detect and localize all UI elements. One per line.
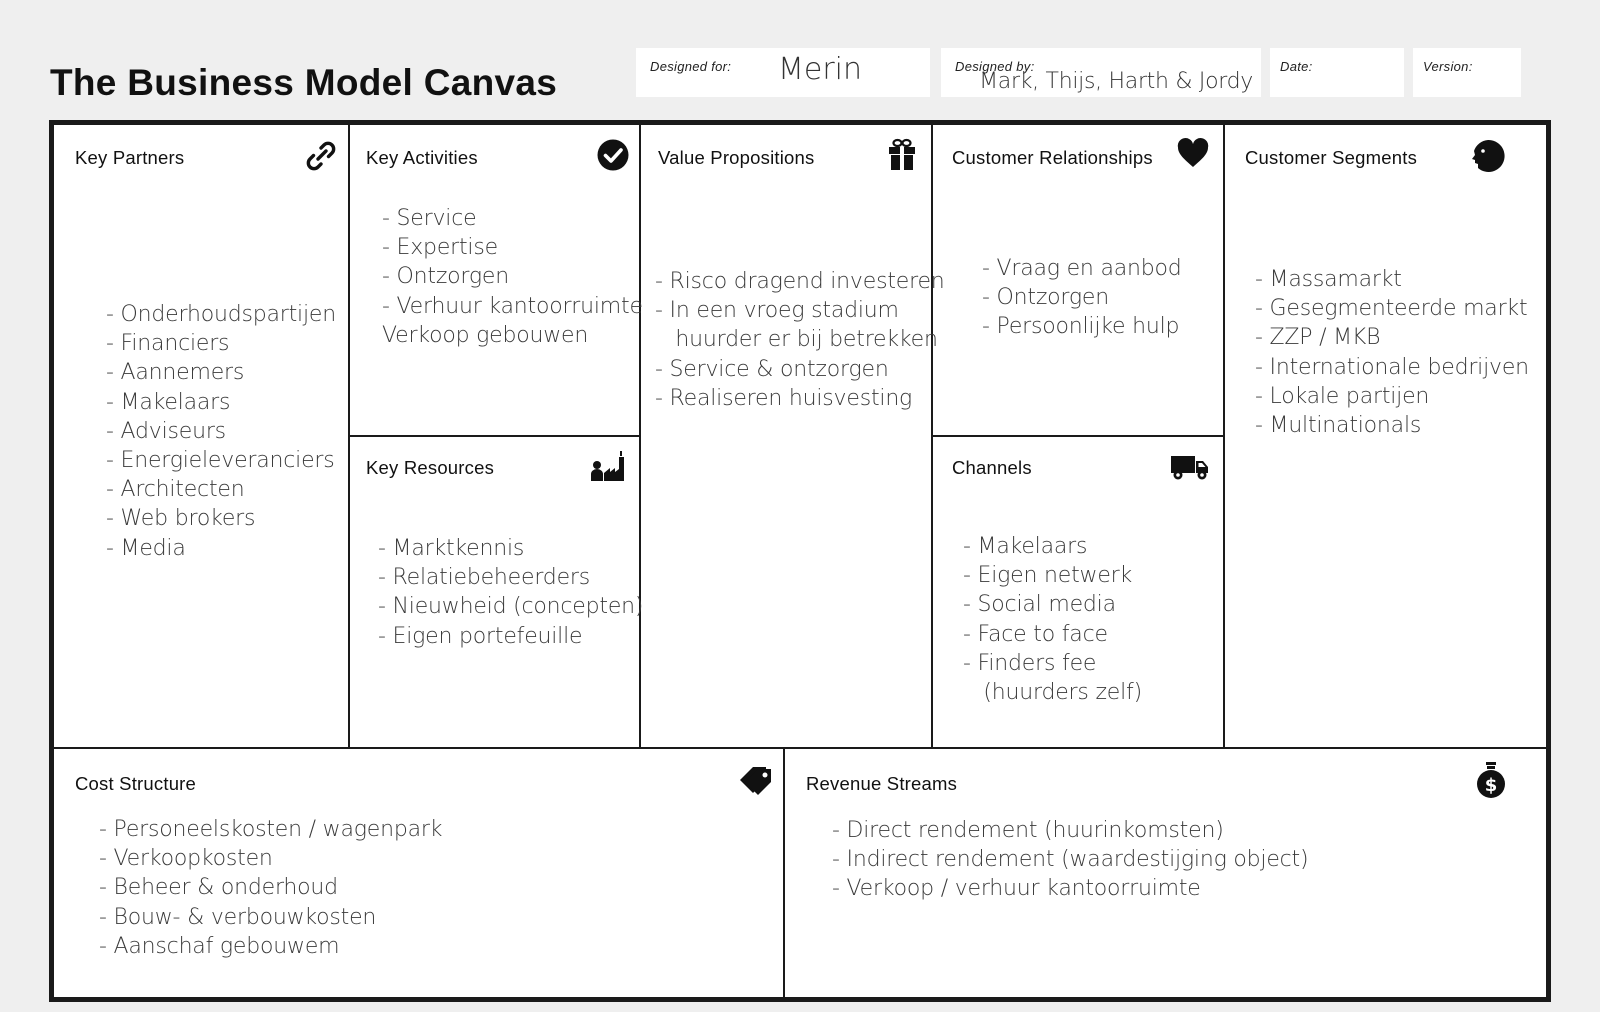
list-item: - Service & ontzorgen bbox=[655, 356, 889, 382]
gift-icon bbox=[887, 137, 917, 171]
money-bag-icon: $ bbox=[1475, 761, 1507, 799]
list-item: - Massamarkt bbox=[1255, 267, 1402, 292]
designed-by-value: Mark, Thijs, Harth & Jordy bbox=[979, 69, 1253, 94]
list-item: - Web brokers bbox=[106, 506, 256, 532]
customer-relationships-title: Customer Relationships bbox=[952, 147, 1153, 168]
list-item: - Energieleveranciers bbox=[106, 448, 335, 474]
list-item: - Aannemers bbox=[106, 360, 245, 386]
list-item: - Service bbox=[382, 206, 477, 231]
revenue-streams-title: Revenue Streams bbox=[806, 773, 958, 794]
list-item: - Makelaars bbox=[963, 534, 1088, 559]
list-item: - Architecten bbox=[106, 477, 245, 503]
list-item: - Eigen portefeuille bbox=[378, 623, 583, 649]
list-item: - Marktkennis bbox=[378, 536, 525, 561]
list-item: - Media bbox=[106, 535, 186, 561]
revenue-streams-block: Revenue Streams $ - Direct rendement (hu… bbox=[785, 749, 1546, 997]
truck-icon bbox=[1170, 450, 1210, 484]
factory-worker-icon bbox=[588, 449, 628, 483]
value-propositions-title: Value Propositions bbox=[658, 147, 815, 168]
channels-list: - Makelaars - Eigen netwerk - Social med… bbox=[963, 532, 1142, 707]
list-item: - Finders fee bbox=[963, 650, 1097, 676]
customer-segments-block: Customer Segments - Massamarkt - Gesegme… bbox=[1225, 125, 1546, 749]
list-item: - Multinationals bbox=[1255, 413, 1422, 439]
key-activities-title: Key Activities bbox=[366, 147, 478, 168]
link-icon bbox=[304, 139, 338, 173]
list-item: - Onderhoudspartijen bbox=[106, 302, 336, 327]
list-item: - Adviseurs bbox=[106, 418, 226, 444]
list-item: - Realiseren huisvesting bbox=[655, 385, 913, 411]
cost-structure-block: Cost Structure - Personeelskosten / wage… bbox=[54, 749, 785, 997]
check-circle-icon bbox=[596, 138, 630, 172]
key-partners-list: - Onderhoudspartijen - Financiers - Aann… bbox=[106, 300, 336, 563]
key-resources-block: Key Resources - Marktkennis - Relatiebeh… bbox=[350, 437, 643, 749]
svg-text:$: $ bbox=[1485, 775, 1498, 796]
date-field[interactable]: Date: bbox=[1270, 48, 1404, 97]
list-item: - Internationale bedrijven bbox=[1255, 354, 1529, 380]
list-item: - Persoonlijke hulp bbox=[982, 314, 1180, 340]
key-resources-title: Key Resources bbox=[366, 457, 495, 478]
list-item: - Ontzorgen bbox=[382, 264, 509, 290]
key-resources-list: - Marktkennis - Relatiebeheerders - Nieu… bbox=[378, 534, 643, 651]
list-item: - ZZP / MKB bbox=[1255, 325, 1381, 351]
list-item: - Bouw- & verbouwkosten bbox=[99, 904, 377, 930]
key-activities-block: Key Activities - Service - Expertise - O… bbox=[350, 125, 643, 437]
value-propositions-list: - Risco dragend investeren - In een vroe… bbox=[655, 267, 945, 413]
cost-structure-list: - Personeelskosten / wagenpark - Verkoop… bbox=[99, 815, 442, 961]
list-item: - Expertise bbox=[382, 235, 498, 261]
list-item: - Direct rendement (huurinkomsten) bbox=[832, 818, 1224, 843]
key-partners-title: Key Partners bbox=[75, 147, 185, 168]
version-label: Version: bbox=[1423, 59, 1473, 74]
list-item: - Gesegmenteerde markt bbox=[1255, 296, 1528, 322]
list-item: - Social media bbox=[963, 592, 1116, 618]
list-item: - Lokale partijen bbox=[1255, 383, 1430, 409]
key-activities-list: - Service - Expertise - Ontzorgen - Verh… bbox=[382, 204, 643, 350]
canvas-board: Key Partners - Onderhoudspartijen - Fina… bbox=[49, 120, 1551, 1002]
cost-structure-title: Cost Structure bbox=[75, 773, 197, 794]
list-item: - In een vroeg stadium bbox=[655, 298, 899, 324]
date-label: Date: bbox=[1280, 59, 1313, 74]
list-item: - Financiers bbox=[106, 331, 230, 357]
list-item: - Eigen netwerk bbox=[963, 563, 1133, 589]
list-item: - Beheer & onderhoud bbox=[99, 875, 338, 901]
list-item: - Makelaars bbox=[106, 389, 231, 415]
list-item: huurder er bij betrekken bbox=[655, 327, 938, 353]
channels-block: Channels - Makelaars - Eigen netwerk - S… bbox=[933, 437, 1225, 749]
list-item: - Verkoop / verhuur kantoorruimte bbox=[832, 876, 1201, 902]
revenue-streams-list: - Direct rendement (huurinkomsten) - Ind… bbox=[832, 816, 1309, 904]
designed-by-label: Designed by: bbox=[955, 59, 1035, 74]
list-item: Verkoop gebouwen bbox=[382, 322, 589, 348]
customer-segments-title: Customer Segments bbox=[1245, 147, 1418, 168]
heart-icon bbox=[1177, 137, 1209, 171]
designed-for-field[interactable]: Designed for: Merin bbox=[636, 48, 930, 97]
list-item: - Verhuur kantoorruimte bbox=[382, 293, 643, 319]
customer-segments-list: - Massamarkt - Gesegmenteerde markt - ZZ… bbox=[1255, 265, 1529, 440]
list-item: - Vraag en aanbod bbox=[982, 256, 1182, 281]
list-item: - Indirect rendement (waardestijging obj… bbox=[832, 847, 1309, 873]
customer-relationships-block: Customer Relationships - Vraag en aanbod… bbox=[933, 125, 1225, 437]
list-item: - Ontzorgen bbox=[982, 285, 1109, 311]
key-partners-block: Key Partners - Onderhoudspartijen - Fina… bbox=[54, 125, 350, 749]
list-item: - Face to face bbox=[963, 621, 1108, 647]
channels-title: Channels bbox=[952, 457, 1032, 478]
face-icon bbox=[1468, 139, 1506, 173]
version-field[interactable]: Version: bbox=[1413, 48, 1521, 97]
designed-by-field[interactable]: Designed by: Mark, Thijs, Harth & Jordy bbox=[941, 48, 1261, 97]
list-item: - Risco dragend investeren bbox=[655, 269, 945, 294]
list-item: - Personeelskosten / wagenpark bbox=[99, 817, 443, 842]
page-title: The Business Model Canvas bbox=[50, 62, 558, 103]
list-item: - Verkoopkosten bbox=[99, 846, 273, 872]
designed-for-label: Designed for: bbox=[650, 59, 732, 74]
value-propositions-block: Value Propositions - Risco dragend inves… bbox=[641, 125, 945, 749]
list-item: - Nieuwheid (concepten) bbox=[378, 594, 644, 620]
designed-for-value: Merin bbox=[778, 52, 863, 87]
list-item: - Relatiebeheerders bbox=[378, 565, 591, 591]
price-tag-icon bbox=[737, 761, 773, 797]
customer-relationships-list: - Vraag en aanbod - Ontzorgen - Persoonl… bbox=[982, 254, 1182, 342]
list-item: - Aanschaf gebouwem bbox=[99, 933, 340, 959]
list-item: (huurders zelf) bbox=[963, 680, 1142, 706]
